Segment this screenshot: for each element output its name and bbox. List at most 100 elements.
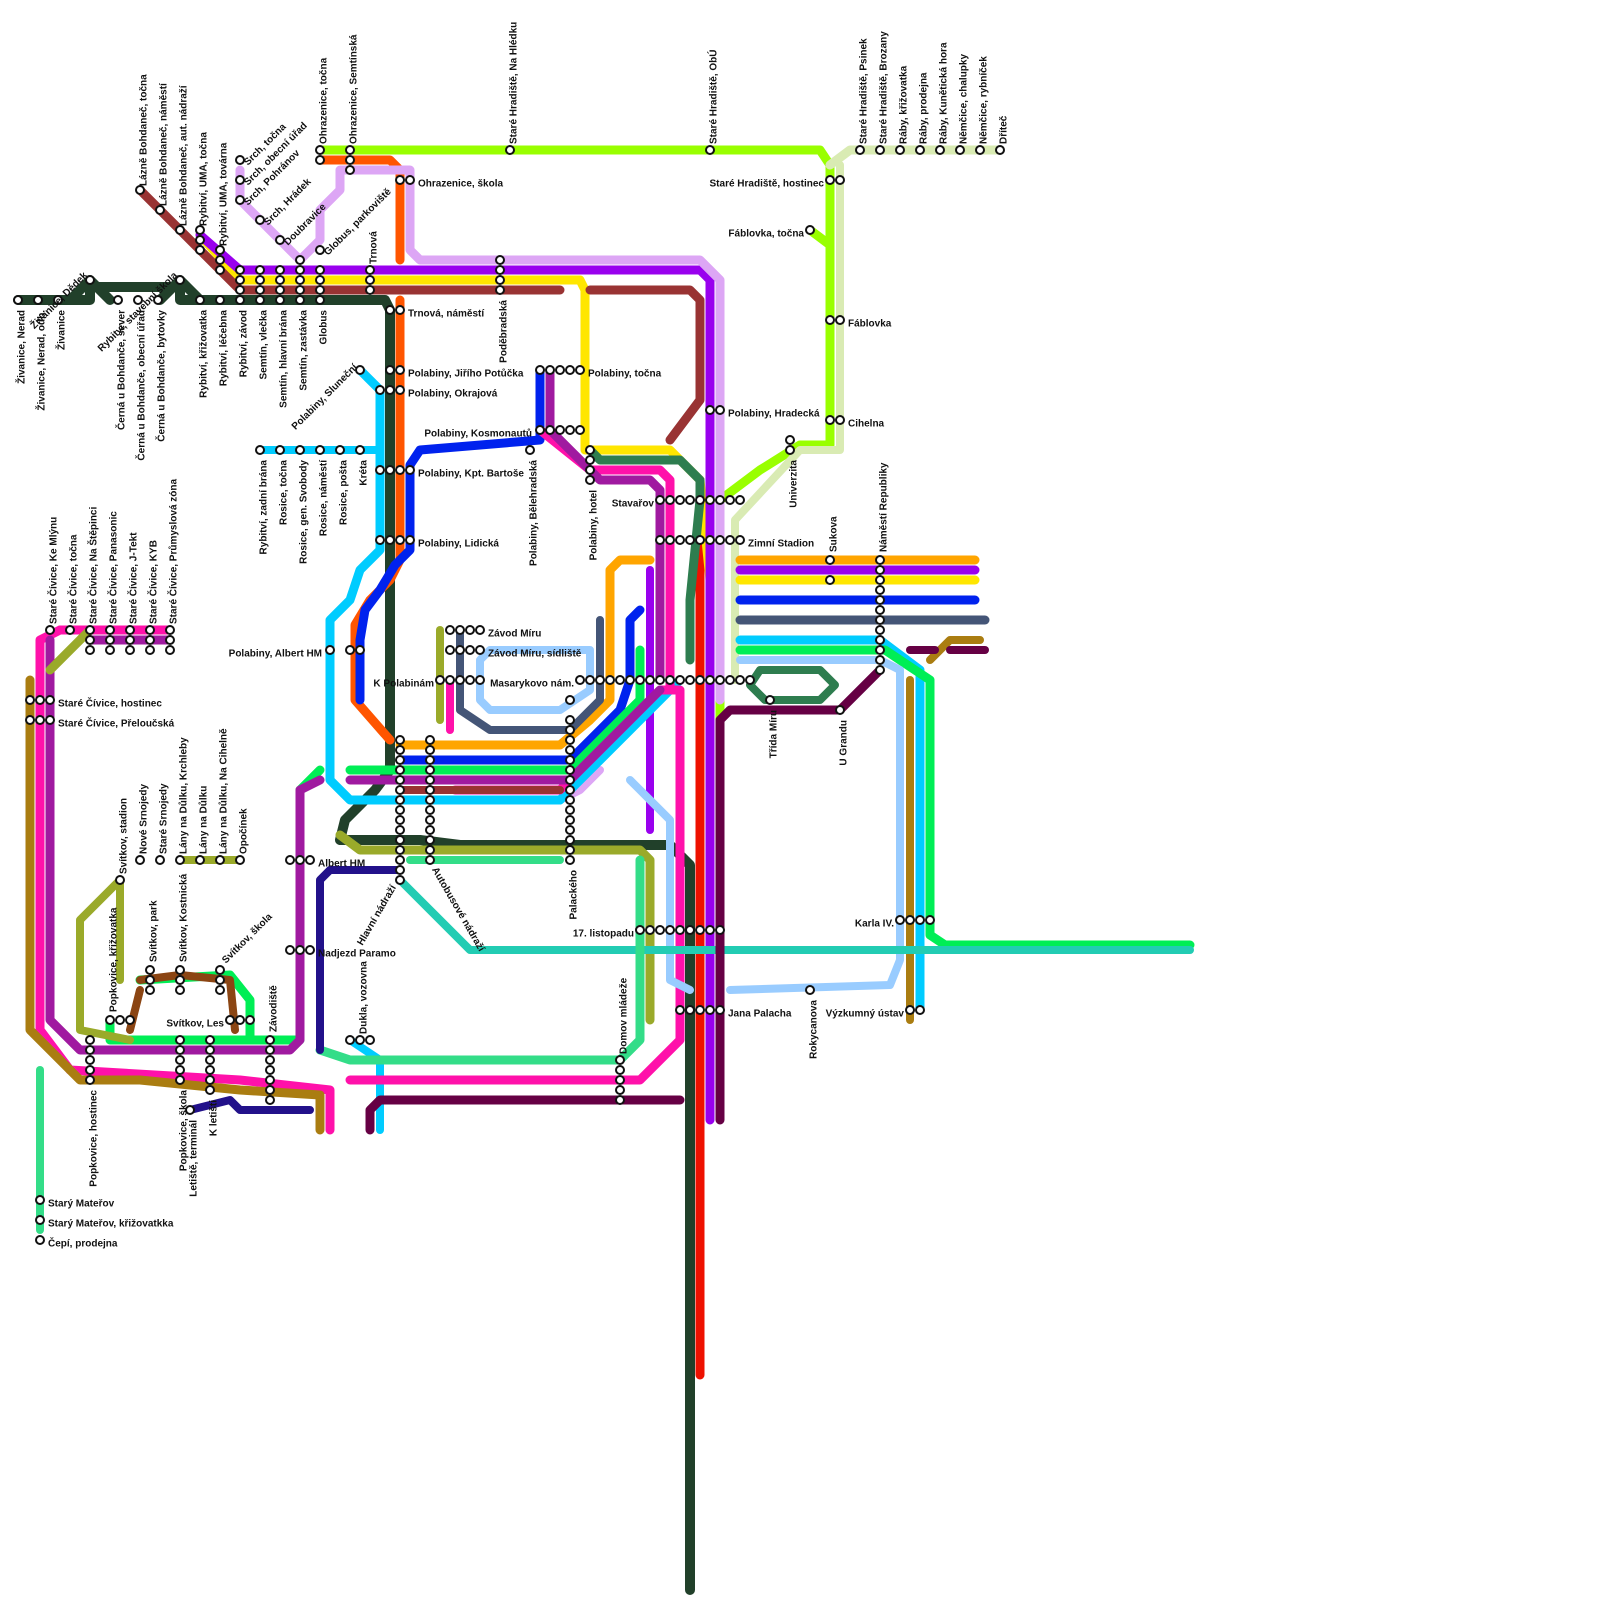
- stop-lany_dulku[interactable]: [195, 855, 205, 865]
- stop-pol_tocna[interactable]: [575, 365, 585, 375]
- stop-srch_hradek[interactable]: [255, 215, 265, 225]
- stop-pol_kosmonautu[interactable]: [545, 425, 555, 435]
- stop-sc_hostinec[interactable]: [45, 695, 55, 705]
- stop-cerna_ou[interactable]: [133, 295, 143, 305]
- stop-popkovice_hostinec[interactable]: [85, 1035, 95, 1045]
- stop-popkovice_hostinec[interactable]: [85, 1065, 95, 1075]
- stop-svitkov_kostnicka[interactable]: [175, 965, 185, 975]
- stop-zavod_miru_sidliste[interactable]: [475, 645, 485, 655]
- stop-domov_mladeze[interactable]: [615, 1075, 625, 1085]
- stop-pol_kosmonautu[interactable]: [565, 425, 575, 435]
- stop-zavod_miru_sidliste[interactable]: [445, 645, 455, 655]
- stop-globus[interactable]: [315, 285, 325, 295]
- stop-popkovice_hostinec[interactable]: [85, 1055, 95, 1065]
- stop-svitkov_les[interactable]: [245, 1015, 255, 1025]
- stop-sc_prelouc[interactable]: [35, 715, 45, 725]
- stop-autobusove_nadrazi[interactable]: [425, 765, 435, 775]
- stop-zimni_stadion[interactable]: [705, 535, 715, 545]
- stop-rosice_namesti[interactable]: [315, 445, 325, 455]
- stop-rybitvi_uma_tocna[interactable]: [195, 225, 205, 235]
- stop-zivanice_nerad[interactable]: [13, 295, 23, 305]
- stop-podebradska[interactable]: [495, 265, 505, 275]
- stop-cihelna[interactable]: [835, 415, 845, 425]
- stop-pol_tocna[interactable]: [555, 365, 565, 375]
- stop-fablovka_tocna[interactable]: [805, 225, 815, 235]
- stop-globus[interactable]: [315, 275, 325, 285]
- stop-k_letisti[interactable]: [205, 1075, 215, 1085]
- stop-stavarov[interactable]: [705, 495, 715, 505]
- stop-listopadu[interactable]: [665, 925, 675, 935]
- stop-semtin_brana[interactable]: [275, 265, 285, 275]
- stop-rybitvi_skola[interactable]: [175, 275, 185, 285]
- stop-rosice_tocna[interactable]: [275, 445, 285, 455]
- stop-namesti_republiky[interactable]: [875, 625, 885, 635]
- stop-hlavni_nadrazi[interactable]: [395, 865, 405, 875]
- stop-k_polabinam[interactable]: [435, 675, 445, 685]
- stop-zavodiste[interactable]: [265, 1065, 275, 1075]
- stop-pol_okrajova[interactable]: [385, 385, 395, 395]
- stop-semtin_zastavka[interactable]: [295, 275, 305, 285]
- stop-jana_palacha[interactable]: [685, 1005, 695, 1015]
- stop-namesti_republiky[interactable]: [875, 605, 885, 615]
- stop-k_polabinam[interactable]: [445, 675, 455, 685]
- stop-semtin_zastavka[interactable]: [295, 265, 305, 275]
- stop-autobusove_nadrazi[interactable]: [425, 805, 435, 815]
- stop-sc_zona[interactable]: [165, 645, 175, 655]
- stop-hlavni_nadrazi[interactable]: [395, 765, 405, 775]
- stop-rybitvi_zavod[interactable]: [235, 295, 245, 305]
- stop-rokycanova[interactable]: [805, 985, 815, 995]
- stop-namesti_republiky[interactable]: [875, 595, 885, 605]
- stop-listopadu[interactable]: [655, 925, 665, 935]
- stop-namesti_republiky[interactable]: [875, 565, 885, 575]
- stop-pol_hotel[interactable]: [585, 445, 595, 455]
- stop-ohrazenice_skola[interactable]: [405, 175, 415, 185]
- stop-stavarov[interactable]: [675, 495, 685, 505]
- stop-stavarov[interactable]: [735, 495, 745, 505]
- stop-namesti_republiky[interactable]: [875, 665, 885, 675]
- stop-jana_palacha[interactable]: [715, 1005, 725, 1015]
- stop-stavarov[interactable]: [725, 495, 735, 505]
- stop-palackeho[interactable]: [565, 715, 575, 725]
- stop-jana_palacha[interactable]: [705, 1005, 715, 1015]
- stop-nemcice_chalupky[interactable]: [955, 145, 965, 155]
- stop-dukla_vozovna[interactable]: [355, 1035, 365, 1045]
- stop-palackeho[interactable]: [565, 805, 575, 815]
- stop-sh_psinek[interactable]: [855, 145, 865, 155]
- stop-zimni_stadion[interactable]: [665, 535, 675, 545]
- stop-hlavni_nadrazi[interactable]: [395, 855, 405, 865]
- stop-drit[interactable]: [995, 145, 1005, 155]
- stop-pol_lidicka[interactable]: [385, 535, 395, 545]
- stop-globus[interactable]: [315, 265, 325, 275]
- stop-stary_materov[interactable]: [35, 1195, 45, 1205]
- stop-sc_jtekt[interactable]: [125, 645, 135, 655]
- stop-palackeho[interactable]: [565, 825, 575, 835]
- stop-lazne_nadrazi[interactable]: [175, 225, 185, 235]
- stop-semtin_vlecka[interactable]: [255, 295, 265, 305]
- stop-sh_hostinec[interactable]: [825, 175, 835, 185]
- stop-nove_srnojedy[interactable]: [135, 855, 145, 865]
- stop-svitkov_park[interactable]: [145, 975, 155, 985]
- stop-nadjezd_paramo[interactable]: [305, 945, 315, 955]
- stop-zavod_miru_sidliste[interactable]: [455, 645, 465, 655]
- stop-sukova[interactable]: [825, 575, 835, 585]
- stop-k_letisti[interactable]: [205, 1085, 215, 1095]
- stop-k_letisti[interactable]: [205, 1035, 215, 1045]
- stop-autobusove_nadrazi[interactable]: [425, 845, 435, 855]
- stop-raby_prodejna[interactable]: [915, 145, 925, 155]
- stop-zimni_stadion[interactable]: [685, 535, 695, 545]
- stop-svitkov_stadion[interactable]: [115, 875, 125, 885]
- stop-nemcice_rybnicek[interactable]: [975, 145, 985, 155]
- stop-sc_stepinci[interactable]: [85, 635, 95, 645]
- stop-popkovice_krizovatka[interactable]: [115, 1015, 125, 1025]
- stop-semtin_brana[interactable]: [275, 295, 285, 305]
- stop-pol_kosmonautu[interactable]: [535, 425, 545, 435]
- stop-zavodiste[interactable]: [265, 1035, 275, 1045]
- stop-sc_stepinci[interactable]: [85, 645, 95, 655]
- stop-sh_hostinec[interactable]: [835, 175, 845, 185]
- stop-namesti_republiky[interactable]: [875, 585, 885, 595]
- stop-popkovice_skola[interactable]: [175, 1045, 185, 1055]
- stop-popkovice_skola[interactable]: [175, 1035, 185, 1045]
- stop-ohrazenice_semtinska[interactable]: [345, 145, 355, 155]
- stop-zimni_stadion[interactable]: [715, 535, 725, 545]
- stop-palackeho[interactable]: [565, 695, 575, 705]
